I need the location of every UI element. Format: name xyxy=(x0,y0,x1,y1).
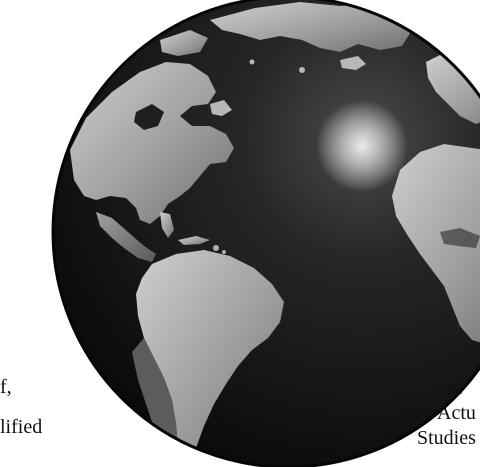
gulf-of-guinea xyxy=(440,228,480,248)
caribbean-islet xyxy=(222,250,226,254)
atlantic-islet xyxy=(299,67,305,73)
right-text-fragment: sc xyxy=(446,377,463,399)
globe-rim xyxy=(51,0,480,467)
hudson-bay xyxy=(134,104,164,130)
specular-highlight xyxy=(316,100,408,192)
atlantic-islet xyxy=(249,59,255,65)
central-america-landmass xyxy=(96,212,156,262)
greenland-landmass xyxy=(210,2,412,52)
caribbean-islands xyxy=(178,236,210,245)
south-america-landmass xyxy=(136,250,284,466)
newfoundland-island xyxy=(210,100,232,116)
north-america-landmass xyxy=(70,62,234,224)
globe-illustration xyxy=(40,0,480,467)
left-text-fragment: lified xyxy=(0,416,43,438)
right-text-fragment: Actu xyxy=(437,402,476,424)
iceland-island xyxy=(340,56,366,70)
left-text-fragment: f, xyxy=(0,376,12,398)
right-text-fragment: Studies xyxy=(417,427,476,449)
globe-svg xyxy=(51,0,480,467)
arctic-islands xyxy=(160,30,208,56)
caribbean-islet xyxy=(213,245,219,251)
florida-peninsula xyxy=(160,212,174,238)
